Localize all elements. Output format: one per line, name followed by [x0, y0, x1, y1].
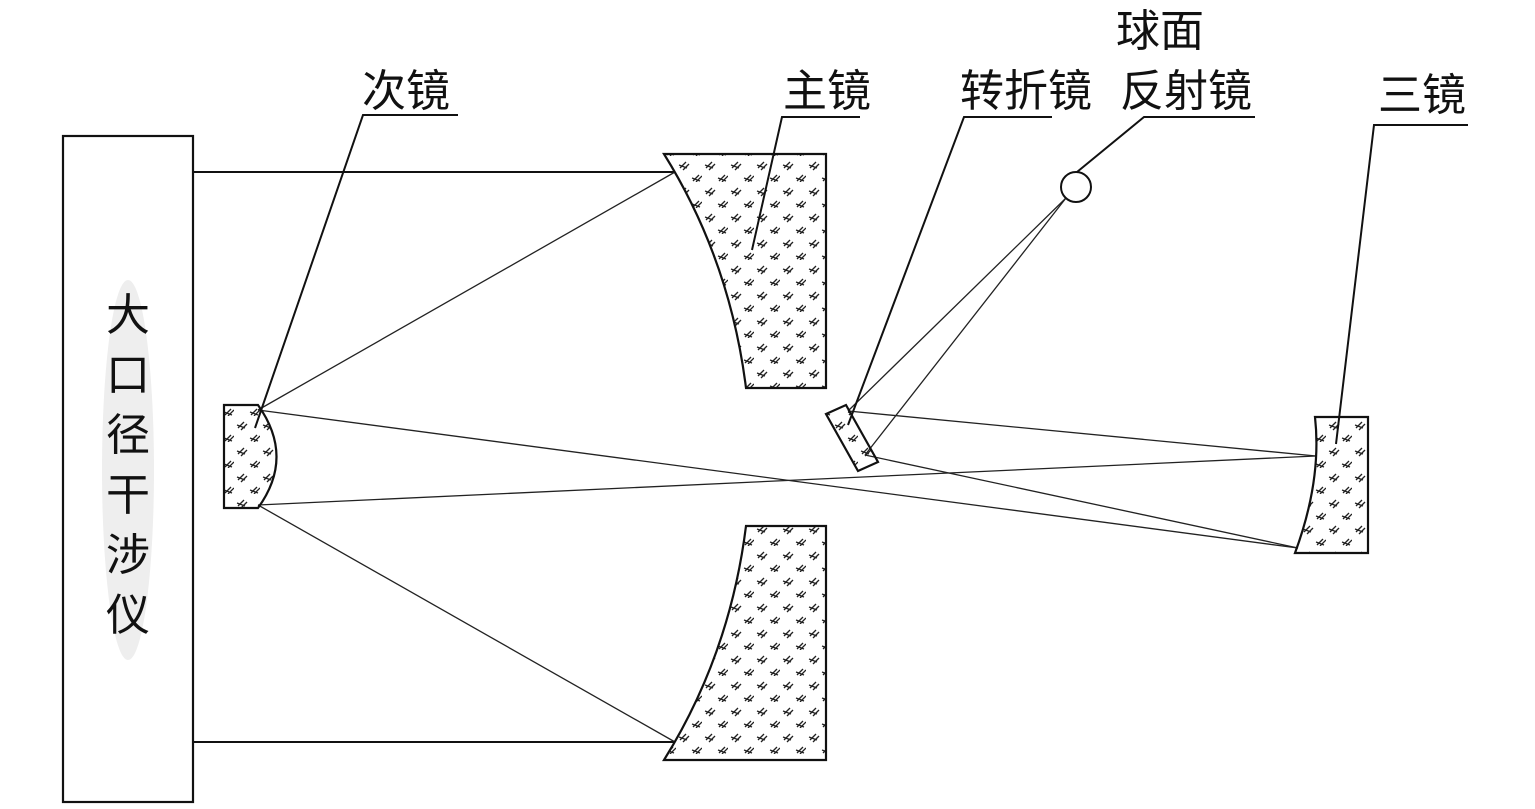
leader-lines [254, 114, 1468, 445]
ray-tertiary-to-fold-top [847, 410, 1317, 457]
label-tertiary-mirror: 三镜 [1378, 70, 1466, 121]
label-spherical-line2: 反射镜 [1120, 66, 1252, 117]
ray-secondary-top-to-tertiary [257, 409, 1299, 549]
leader-secondary [254, 114, 458, 429]
primary-mirror-bottom [662, 524, 828, 762]
spherical-reflector [1060, 171, 1092, 203]
ray-primary-bottom-to-secondary [257, 504, 676, 743]
label-fold-mirror: 转折镜 [960, 66, 1092, 117]
primary-mirror-top [662, 152, 828, 390]
ray-paths [257, 171, 1317, 743]
ray-tertiary-to-fold-bottom [864, 454, 1299, 549]
leader-fold [847, 116, 1052, 426]
tertiary-mirror [1293, 415, 1370, 555]
interferometer-char-2: 口 [106, 350, 150, 401]
label-primary-mirror: 主镜 [783, 66, 871, 117]
leader-sphere [1076, 116, 1255, 173]
interferometer: 大 口 径 干 涉 仪 [61, 134, 195, 804]
interferometer-char-3: 径 [106, 410, 150, 461]
leader-primary [751, 116, 860, 251]
secondary-mirror [222, 403, 278, 510]
label-secondary-mirror: 次镜 [362, 66, 450, 117]
interferometer-char-6: 仪 [106, 590, 150, 641]
interferometer-char-1: 大 [106, 290, 150, 341]
leader-tertiary [1335, 124, 1468, 445]
interferometer-label-shadow [102, 280, 154, 660]
interferometer-char-5: 涉 [106, 530, 150, 581]
ray-secondary-bottom-to-tertiary [257, 455, 1317, 506]
interferometer-char-4: 干 [106, 470, 150, 521]
ray-fold-to-sphere-top [847, 197, 1067, 412]
fold-mirror [824, 403, 880, 473]
label-spherical-line1: 球面 [1116, 6, 1204, 57]
ray-fold-to-sphere-bottom [864, 197, 1067, 456]
ray-primary-top-to-secondary [257, 171, 676, 411]
